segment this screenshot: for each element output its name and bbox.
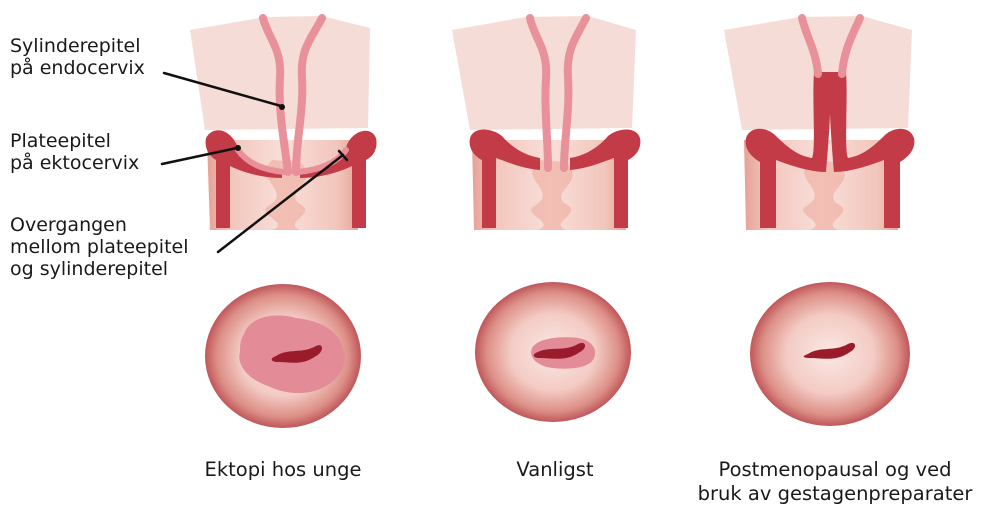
caption-panel-1: Ektopi hos unge (193, 458, 373, 482)
panel-3-longitudinal (724, 16, 914, 230)
panel-1-frontal (205, 284, 361, 428)
panel-1-longitudinal (190, 16, 377, 230)
label-line: og sylinderepitel (10, 258, 189, 280)
panel-3-frontal (750, 282, 910, 426)
label-line: Sylinderepitel (10, 35, 145, 57)
leader-squamous-dot (235, 145, 241, 151)
caption-line: Postmenopausal og ved (690, 458, 980, 482)
caption-line: Ektopi hos unge (193, 458, 373, 482)
label-line: mellom plateepitel (10, 236, 189, 258)
caption-panel-2: Vanligst (490, 458, 620, 482)
panel-2-longitudinal (452, 16, 640, 230)
label-line: Overgangen (10, 214, 189, 236)
label-transformation-zone: Overgangen mellom plateepitel og sylinde… (10, 214, 189, 280)
caption-panel-3: Postmenopausal og ved bruk av gestagenpr… (690, 458, 980, 506)
label-squamous-epithelium: Plateepitel på ektocervix (10, 130, 139, 174)
leader-columnar-dot (279, 104, 285, 110)
label-line: på ektocervix (10, 152, 139, 174)
panel-2-frontal (475, 282, 631, 422)
label-columnar-epithelium: Sylinderepitel på endocervix (10, 35, 145, 79)
label-line: på endocervix (10, 57, 145, 79)
caption-line: Vanligst (490, 458, 620, 482)
label-line: Plateepitel (10, 130, 139, 152)
caption-line: bruk av gestagenpreparater (690, 482, 980, 506)
